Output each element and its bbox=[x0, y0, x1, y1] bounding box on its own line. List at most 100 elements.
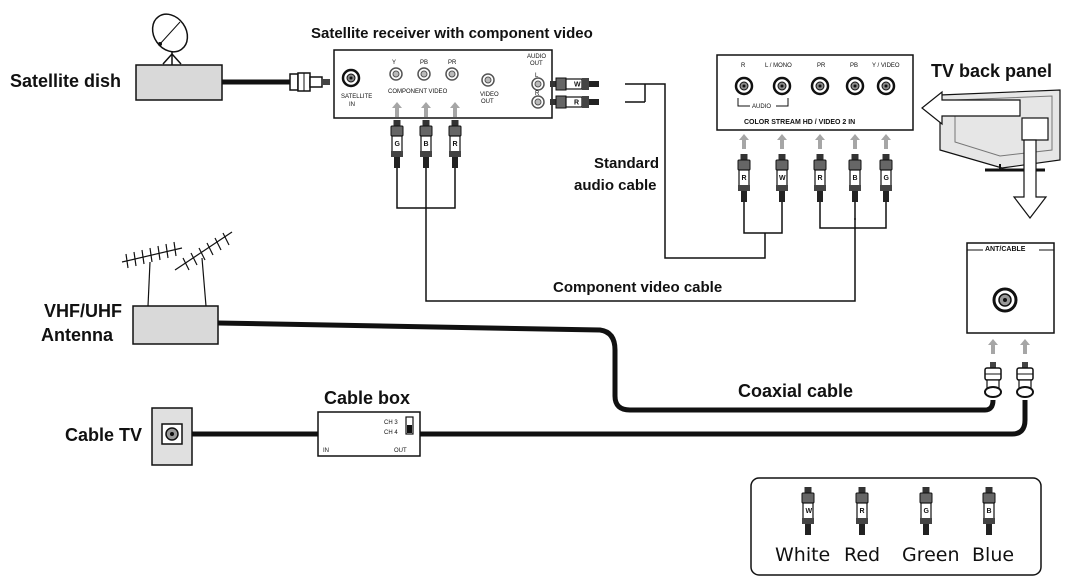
legend-label-green: Green bbox=[902, 544, 960, 566]
receiver-title: Satellite receiver with component video bbox=[311, 25, 593, 42]
coaxial-cable-label: Coaxial cable bbox=[738, 381, 853, 401]
tv-color-stream-label: COLOR STREAM HD / VIDEO 2 IN bbox=[744, 119, 855, 126]
standard-audio-cable-label-1: Standard bbox=[594, 155, 659, 172]
component-video-cable-run bbox=[425, 168, 856, 302]
receiver-video-out-label-2: OUT bbox=[481, 99, 494, 105]
vhf-uhf-antenna: VHF/UHF Antenna bbox=[41, 231, 233, 345]
tv-plug-w-letter: W bbox=[779, 175, 786, 182]
tv-arrow-l bbox=[777, 134, 787, 149]
cable-tv-label: Cable TV bbox=[65, 425, 142, 445]
component-video-cable-label: Component video cable bbox=[553, 279, 722, 296]
receiver-port-y-label: Y bbox=[392, 60, 396, 66]
antenna-coax-cable bbox=[217, 320, 996, 413]
tv-port-r bbox=[734, 76, 754, 96]
receiver-panel bbox=[333, 49, 553, 119]
cable-tv-outlet: Cable TV bbox=[65, 407, 193, 466]
satellite-dish-label: Satellite dish bbox=[10, 71, 121, 91]
standard-audio-cable bbox=[625, 83, 766, 259]
tv-arrow-down bbox=[1012, 139, 1048, 219]
tv-plug-b-letter: B bbox=[853, 175, 858, 182]
satellite-dish-box bbox=[135, 64, 223, 101]
dish-coax-connector bbox=[289, 72, 330, 92]
receiver-audio-plug-w-letter: W bbox=[574, 82, 581, 89]
receiver-audio-l-label: L bbox=[535, 73, 539, 79]
cable-box-body bbox=[317, 411, 421, 457]
tv-port-l-label: L / MONO bbox=[765, 63, 792, 69]
coax-plug-cable bbox=[1016, 361, 1034, 398]
cable-box-ch4: CH 4 bbox=[384, 430, 398, 436]
tv-arrow-left bbox=[921, 90, 1021, 126]
ant-arrow-2 bbox=[1020, 339, 1030, 354]
ant-cable-box bbox=[966, 242, 1055, 334]
tv-port-pb-label: PB bbox=[850, 63, 858, 69]
color-legend: W R G B White Red Green Blue bbox=[750, 477, 1042, 576]
tv-port-pr bbox=[810, 76, 830, 96]
receiver-audio-l-jack bbox=[531, 77, 545, 91]
receiver-plug-b-letter: B bbox=[424, 141, 429, 148]
legend-label-blue: Blue bbox=[972, 544, 1014, 566]
receiver-audio-out-label-1: AUDIO bbox=[527, 54, 546, 60]
ant-cable-label: ANT/CABLE bbox=[985, 246, 1026, 253]
tv-arrow-pb bbox=[850, 134, 860, 149]
receiver-port-pr bbox=[445, 67, 459, 81]
receiver-plug-g-letter: G bbox=[395, 141, 401, 148]
cable-box-ch3: CH 3 bbox=[384, 420, 398, 426]
tv-port-l bbox=[772, 76, 792, 96]
satellite-dish: Satellite dish bbox=[10, 13, 330, 101]
tv-port-y-label: Y / VIDEO bbox=[872, 63, 900, 69]
receiver-video-out-jack bbox=[481, 73, 495, 87]
receiver-port-pr-label: PR bbox=[448, 60, 457, 66]
cable-box-to-tv-cable bbox=[420, 400, 1028, 437]
receiver-plug-r-letter: R bbox=[453, 141, 458, 148]
legend-label-red: Red bbox=[844, 544, 880, 566]
receiver-audio-plug-r-letter: R bbox=[574, 100, 579, 107]
satellite-in-jack bbox=[341, 68, 361, 88]
legend-letter-green: G bbox=[924, 508, 930, 515]
receiver-audio-out-label-2: OUT bbox=[530, 61, 543, 67]
coax-plug-antenna bbox=[984, 361, 1002, 398]
tv-arrow-y bbox=[881, 134, 891, 149]
tv-audio-bundle bbox=[743, 200, 783, 234]
standard-audio-cable-label-2: audio cable bbox=[574, 177, 657, 194]
tv-plug-g-letter: G bbox=[884, 175, 890, 182]
receiver-audio-r-label: R bbox=[535, 91, 540, 97]
tv-port-y bbox=[876, 76, 896, 96]
tv-audio-label: AUDIO bbox=[752, 104, 771, 110]
cable-box-out: OUT bbox=[394, 448, 407, 454]
ant-cable-panel: ANT/CABLE bbox=[966, 242, 1055, 398]
tv-port-pb bbox=[845, 76, 865, 96]
cables bbox=[192, 79, 1028, 437]
legend-letter-red: R bbox=[860, 508, 865, 515]
receiver-video-out-label-1: VIDEO bbox=[480, 92, 499, 98]
legend-letter-white: W bbox=[806, 508, 813, 515]
tv-arrow-pr bbox=[815, 134, 825, 149]
antenna-label-2: Antenna bbox=[41, 325, 114, 345]
legend-label-white: White bbox=[775, 544, 830, 566]
cable-box-in: IN bbox=[323, 448, 329, 454]
legend-letter-blue: B bbox=[987, 508, 992, 515]
tv-back-panel-label: TV back panel bbox=[931, 61, 1052, 81]
ant-arrow-1 bbox=[988, 339, 998, 354]
tv-port-r-label: R bbox=[741, 63, 746, 69]
satellite-dish-icon bbox=[151, 13, 189, 65]
antenna-box bbox=[132, 305, 219, 345]
cable-box: Cable box CH 3 CH 4 IN OUT bbox=[317, 388, 421, 457]
tv-arrow-r bbox=[739, 134, 749, 149]
legend-box bbox=[750, 477, 1042, 576]
tv-plug-r-letter: R bbox=[818, 175, 823, 182]
satellite-in-label-1: SATELLITE bbox=[341, 94, 372, 100]
antenna-icon bbox=[121, 231, 233, 307]
tv-port-pr-label: PR bbox=[817, 63, 826, 69]
receiver-port-y bbox=[389, 67, 403, 81]
tv-input-panel: R L / MONO PR PB Y / VIDEO AUDIO COLOR S… bbox=[716, 54, 914, 220]
satellite-in-label-2: IN bbox=[349, 102, 355, 108]
antenna-label-1: VHF/UHF bbox=[44, 301, 122, 321]
cable-box-label: Cable box bbox=[324, 388, 410, 408]
receiver-port-pb-label: PB bbox=[420, 60, 428, 66]
satellite-receiver: Satellite receiver with component video … bbox=[311, 25, 600, 169]
tv-illustration: TV back panel bbox=[921, 61, 1061, 219]
receiver-component-video-label: COMPONENT VIDEO bbox=[388, 89, 448, 95]
tv-component-bundle bbox=[819, 200, 887, 229]
receiver-audio-r-jack bbox=[531, 95, 545, 109]
